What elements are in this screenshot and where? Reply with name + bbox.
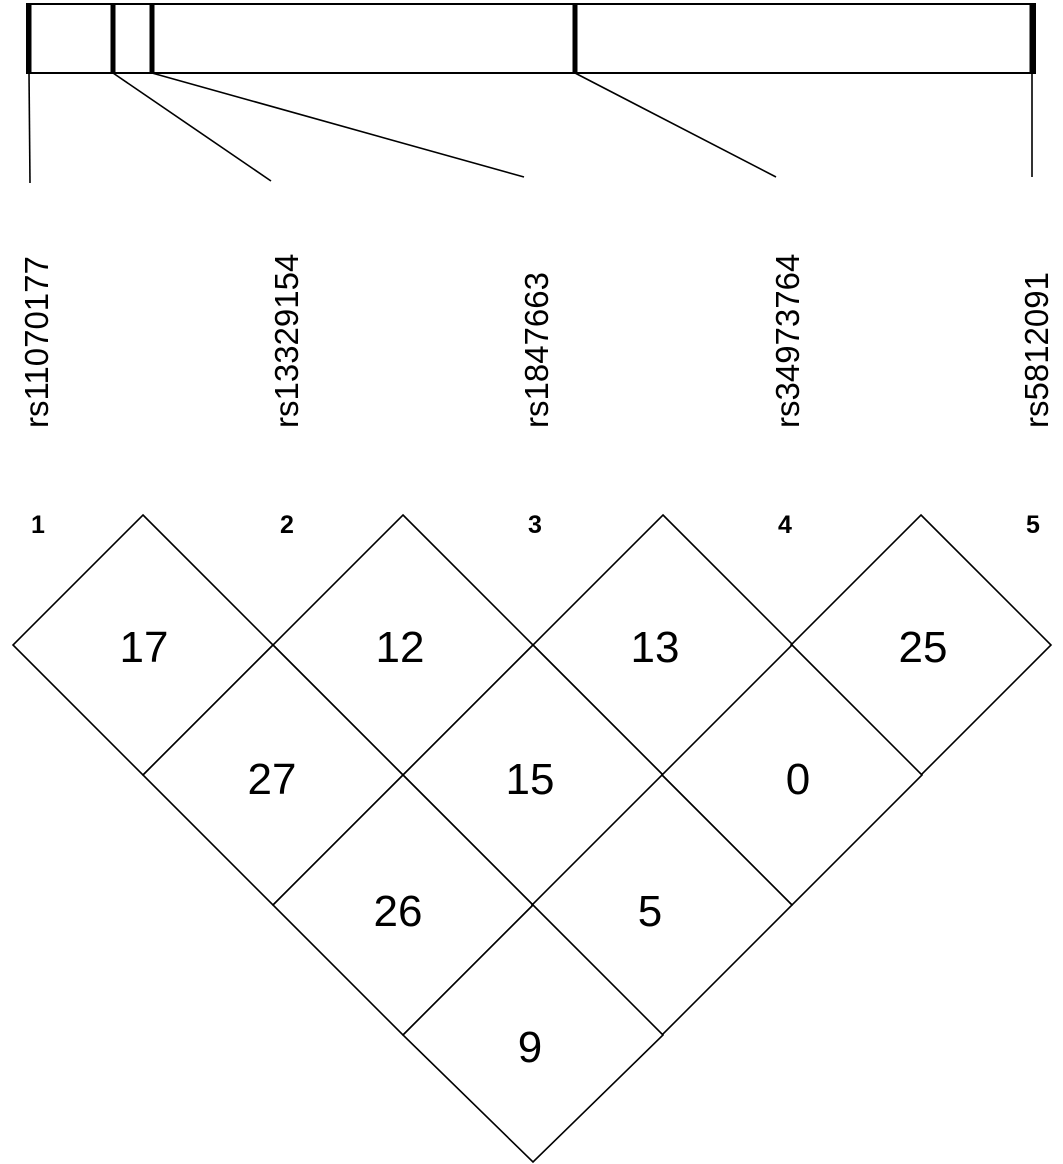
snp-index-3: 3: [528, 511, 542, 539]
snp-label-5: rs5812091: [1018, 272, 1055, 428]
connector-2: [112, 72, 272, 182]
ld-value-3-5: 0: [786, 755, 810, 804]
snp-indices: 1 2 3 4 5: [31, 511, 1040, 539]
snp-label-3: rs1847663: [518, 272, 555, 428]
snp-index-4: 4: [778, 511, 792, 539]
connector-1: [28, 72, 31, 184]
snp-index-2: 2: [280, 511, 294, 539]
ld-value-1-4: 26: [374, 887, 423, 936]
ld-value-2-4: 15: [506, 755, 555, 804]
snp-connectors: [28, 72, 1033, 184]
connector-3: [151, 72, 525, 178]
ld-value-3-4: 13: [631, 623, 680, 672]
ld-value-2-3: 12: [376, 623, 425, 672]
ld-value-2-5: 5: [638, 887, 662, 936]
snp-index-1: 1: [31, 511, 45, 539]
ld-value-4-5: 25: [899, 623, 948, 672]
snp-label-2: rs13329154: [268, 254, 305, 428]
ld-value-1-5: 9: [518, 1023, 542, 1072]
snp-index-5: 5: [1026, 511, 1040, 539]
snp-label-4: rs34973764: [769, 254, 806, 428]
gene-region-bar: [26, 3, 1036, 74]
ld-heatmap: [11, 513, 1053, 1164]
ld-cell-1-5: [401, 903, 665, 1164]
snp-labels: rs11070177 rs13329154 rs1847663 rs349737…: [18, 254, 1055, 428]
ld-values: 17 12 13 25 27 15 0 26 5 9: [120, 623, 948, 1072]
ld-value-1-3: 27: [248, 755, 297, 804]
connector-4: [574, 72, 777, 178]
ld-value-1-2: 17: [120, 623, 169, 672]
snp-label-1: rs11070177: [18, 256, 55, 428]
gene-bar-outline: [26, 3, 1036, 74]
